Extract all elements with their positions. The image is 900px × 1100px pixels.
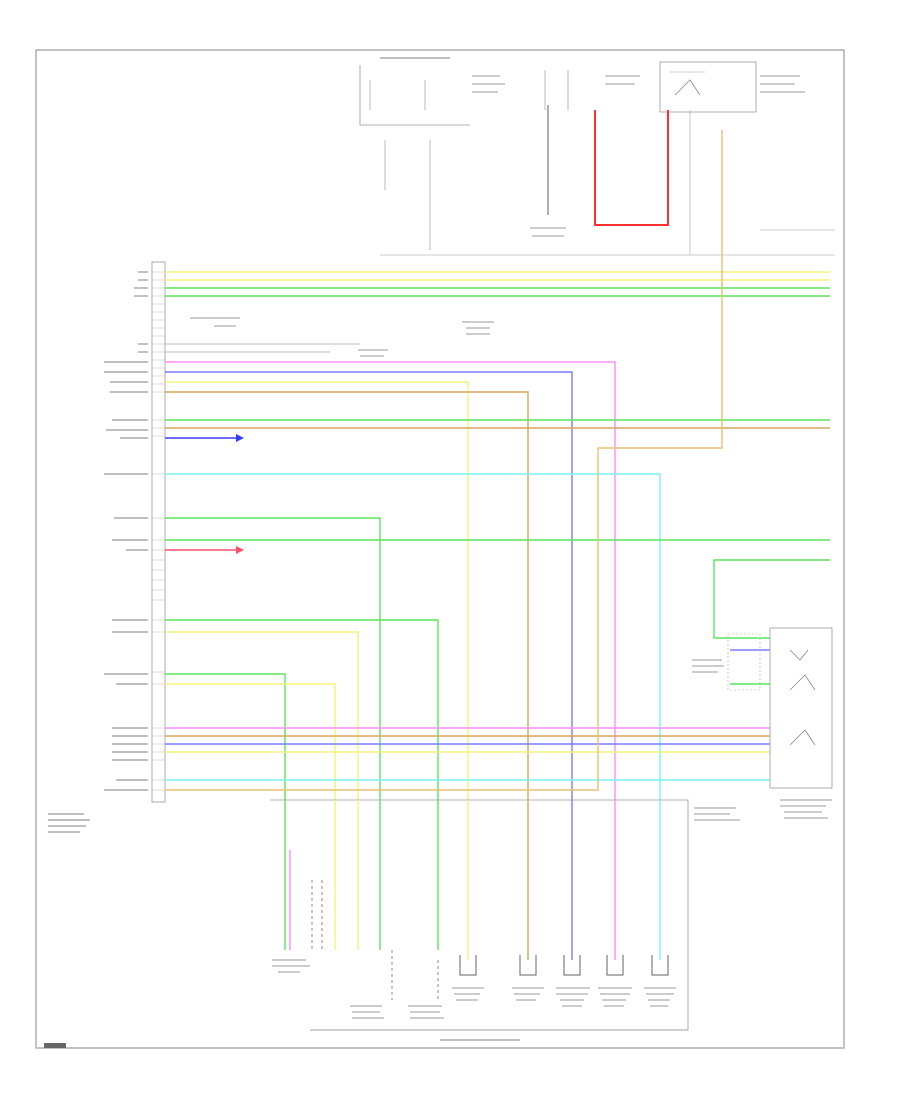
wire-green-turbine-loop — [713, 559, 830, 639]
arrow-red — [236, 546, 244, 554]
page-tag — [44, 1043, 66, 1048]
ignition-relay-block — [659, 61, 805, 113]
turbine-speed-sensor-box — [727, 633, 761, 691]
tcm-module-box — [151, 261, 166, 803]
mid-splice-labels — [190, 317, 494, 357]
solenoid-drops — [284, 800, 661, 960]
wire-green-620 — [165, 619, 439, 800]
tcm-pin-label-marks — [48, 271, 148, 833]
wire-tan-790 — [165, 130, 723, 791]
wire-yellow-684 — [165, 683, 336, 800]
arrow-blue — [236, 434, 244, 442]
wire-yellow-long — [165, 381, 469, 800]
wire-green-674 — [165, 673, 286, 800]
switch-element — [530, 70, 640, 237]
diagram-frame — [35, 49, 845, 1049]
tcm-pin-ticks — [152, 271, 165, 791]
sensor-labels — [272, 959, 676, 1019]
wire-tan-long — [165, 391, 529, 800]
solenoid-coils — [459, 955, 669, 976]
dashed-segments — [311, 880, 439, 1000]
wire-green-518 — [165, 517, 381, 800]
control-valve-housing — [270, 799, 689, 1031]
wire-yellow-632 — [165, 631, 359, 800]
wire-cyan-long — [165, 473, 661, 800]
wire-pink-long — [165, 361, 616, 800]
wire-violet-long — [165, 371, 573, 800]
transmission-range-switch-box — [769, 627, 833, 789]
wire-red-relay — [594, 110, 669, 226]
top-junction-block — [359, 57, 505, 250]
range-switch-symbols — [789, 649, 816, 746]
